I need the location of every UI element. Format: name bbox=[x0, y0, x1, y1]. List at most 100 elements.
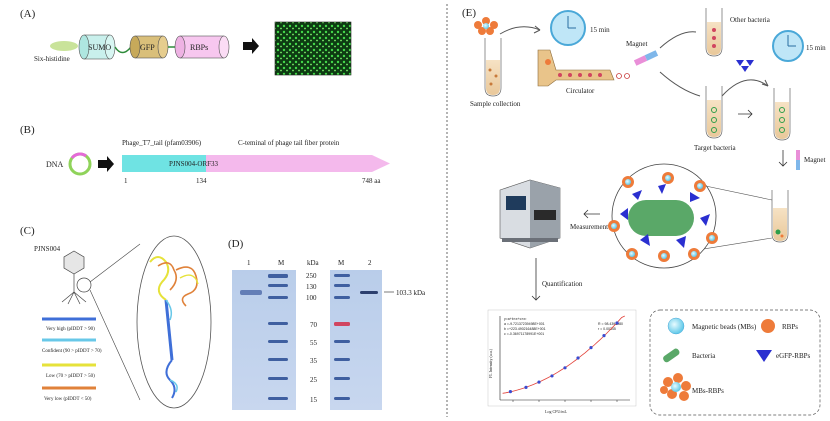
pos-end: 748 aa bbox=[362, 177, 381, 185]
capture-zoom bbox=[608, 163, 718, 269]
arrow-left-icon bbox=[583, 209, 600, 219]
data-point bbox=[537, 380, 541, 384]
panel-a-label: (A) bbox=[20, 8, 36, 20]
data-points bbox=[508, 321, 619, 402]
svg-text:a =-9.72137239498E+001: a =-9.72137239498E+001 bbox=[504, 322, 545, 326]
phage-name: PJNS004 bbox=[34, 245, 61, 253]
plddt-legend: Very high (pIDDT > 90) Confident (90 > p… bbox=[42, 317, 102, 402]
protein-band-lane1 bbox=[240, 290, 262, 295]
lane-m1-label: M bbox=[278, 259, 285, 267]
plot-xlabel: Log CFU/mL bbox=[545, 409, 567, 414]
data-point bbox=[563, 366, 567, 370]
target-bacteria-tube-2 bbox=[773, 88, 791, 141]
legend-very-high: Very high (pIDDT > 90) bbox=[46, 327, 95, 332]
panel-c: (C) PJNS004 Very high (pI bbox=[20, 225, 212, 409]
structure-ellipse bbox=[136, 235, 212, 409]
egfp-rbps-icon bbox=[756, 350, 772, 362]
lane-m2-label: M bbox=[338, 259, 345, 267]
pos-mid: 134 bbox=[196, 177, 207, 185]
target-bacteria-label: Target bacteria bbox=[694, 144, 736, 152]
svg-text:b =+223.490216488E+001: b =+223.490216488E+001 bbox=[504, 327, 546, 331]
data-point bbox=[550, 374, 554, 378]
svg-text:c =-0.36971178991E+001: c =-0.36971178991E+001 bbox=[504, 332, 544, 336]
plot-ylabel: FL Intensity (a.u.) bbox=[488, 348, 493, 378]
time-2-label: 15 min bbox=[806, 44, 826, 52]
domain-c-terminal-bar bbox=[206, 155, 390, 172]
plot-r-value: R = 98.4391980 bbox=[598, 322, 623, 326]
legend-bacteria: Bacteria bbox=[692, 352, 716, 360]
calibration-plot: y=a+b×x+c×x² a =-9.72137239498E+001 b =+… bbox=[487, 309, 637, 414]
his-tag bbox=[50, 41, 78, 51]
svg-text:55: 55 bbox=[310, 339, 318, 347]
gfp-label: GFP bbox=[140, 43, 155, 52]
measurement-label: Measurement bbox=[570, 223, 608, 231]
egfp-rbps-triangles bbox=[736, 60, 754, 72]
svg-text:130: 130 bbox=[306, 283, 317, 291]
ladder-right bbox=[334, 274, 350, 400]
data-point bbox=[576, 356, 580, 360]
magnet-icon bbox=[796, 150, 800, 170]
sample-collection-label: Sample collection bbox=[470, 100, 521, 108]
protein-structure bbox=[149, 256, 199, 399]
panel-a: (A) Six-histidine SUMO GFP RBPs bbox=[20, 8, 352, 76]
rbps-icon bbox=[761, 319, 775, 333]
data-point bbox=[508, 390, 512, 394]
circulator-label: Circulator bbox=[566, 87, 595, 95]
panel-b-label: (B) bbox=[20, 124, 35, 136]
lane-1-label: 1 bbox=[247, 259, 251, 267]
svg-text:y=a+b×x+c×x²: y=a+b×x+c×x² bbox=[504, 317, 527, 321]
magnetic-bead-icon bbox=[667, 317, 685, 335]
svg-text:70: 70 bbox=[310, 321, 318, 329]
marker-labels: 250 130 100 70 55 35 25 15 bbox=[306, 272, 318, 404]
domain1-label: Phage_T7_tail (pfam03906) bbox=[122, 139, 202, 147]
rbps-label: RBPs bbox=[190, 43, 208, 52]
fluorescence-reader bbox=[499, 179, 561, 249]
time-1-label: 15 min bbox=[590, 26, 610, 34]
dna-label: DNA bbox=[46, 160, 64, 169]
arrow-down-icon bbox=[531, 295, 541, 301]
captured-tube bbox=[771, 190, 789, 243]
legend-egfp-rbps: eGFP-RBPs bbox=[776, 352, 811, 360]
legend-mbs-rbps: MBs-RBPs bbox=[692, 387, 724, 395]
ladder-left bbox=[268, 274, 288, 400]
legend-rbps: RBPs bbox=[782, 323, 798, 331]
six-histidine-label: Six-histidine bbox=[34, 55, 70, 63]
panel-c-label: (C) bbox=[20, 225, 35, 237]
quantification-label: Quantification bbox=[542, 280, 583, 288]
pos-start: 1 bbox=[124, 177, 128, 185]
panel-e: (E) Sample collection 15 min bbox=[462, 7, 826, 301]
magnet-icon bbox=[633, 50, 659, 66]
circulator bbox=[537, 49, 615, 87]
sumo-label: SUMO bbox=[88, 43, 111, 52]
target-bacteria-tube-1 bbox=[705, 86, 723, 139]
legend-low: Low (70 > pIDDT > 50) bbox=[46, 374, 95, 379]
svg-text:250: 250 bbox=[306, 272, 317, 280]
bacteria-icon bbox=[663, 348, 680, 363]
svg-text:100: 100 bbox=[306, 294, 317, 302]
legend-box: Magnetic beads (MBs) RBPs Bacteria eGFP-… bbox=[649, 309, 821, 416]
other-bacteria-tube bbox=[705, 8, 723, 57]
svg-text:15: 15 bbox=[310, 396, 318, 404]
data-point bbox=[589, 346, 593, 350]
magnet-2-label: Magnet bbox=[804, 156, 825, 164]
sample-tube bbox=[484, 38, 502, 97]
panel-e-label: (E) bbox=[462, 7, 476, 19]
plot-r2-value: r = 0.00345 bbox=[598, 327, 616, 331]
other-bacteria-label: Other bacteria bbox=[730, 16, 771, 24]
clock-icon bbox=[550, 10, 586, 46]
data-point bbox=[602, 334, 606, 338]
arrow-right-icon bbox=[98, 156, 114, 172]
protein-band-lane2 bbox=[360, 291, 378, 294]
panel-b: (B) DNA Phage_T7_tail (pfam03906) C-temi… bbox=[20, 124, 390, 185]
domain2-label: C-teminal of phage tail fiber protein bbox=[238, 139, 340, 147]
lane-2-label: 2 bbox=[368, 259, 372, 267]
arrow-right-icon bbox=[243, 38, 259, 54]
phage-icon bbox=[61, 250, 87, 305]
fluorescence-image bbox=[274, 21, 352, 76]
clock-icon bbox=[772, 30, 804, 62]
arrow-down-icon bbox=[778, 150, 788, 167]
domain-t7-tail-bar bbox=[122, 155, 206, 172]
gene-label: PJNS004-ORF33 bbox=[169, 160, 219, 168]
legend-very-low: Very low (pIDDT < 50) bbox=[44, 397, 92, 402]
